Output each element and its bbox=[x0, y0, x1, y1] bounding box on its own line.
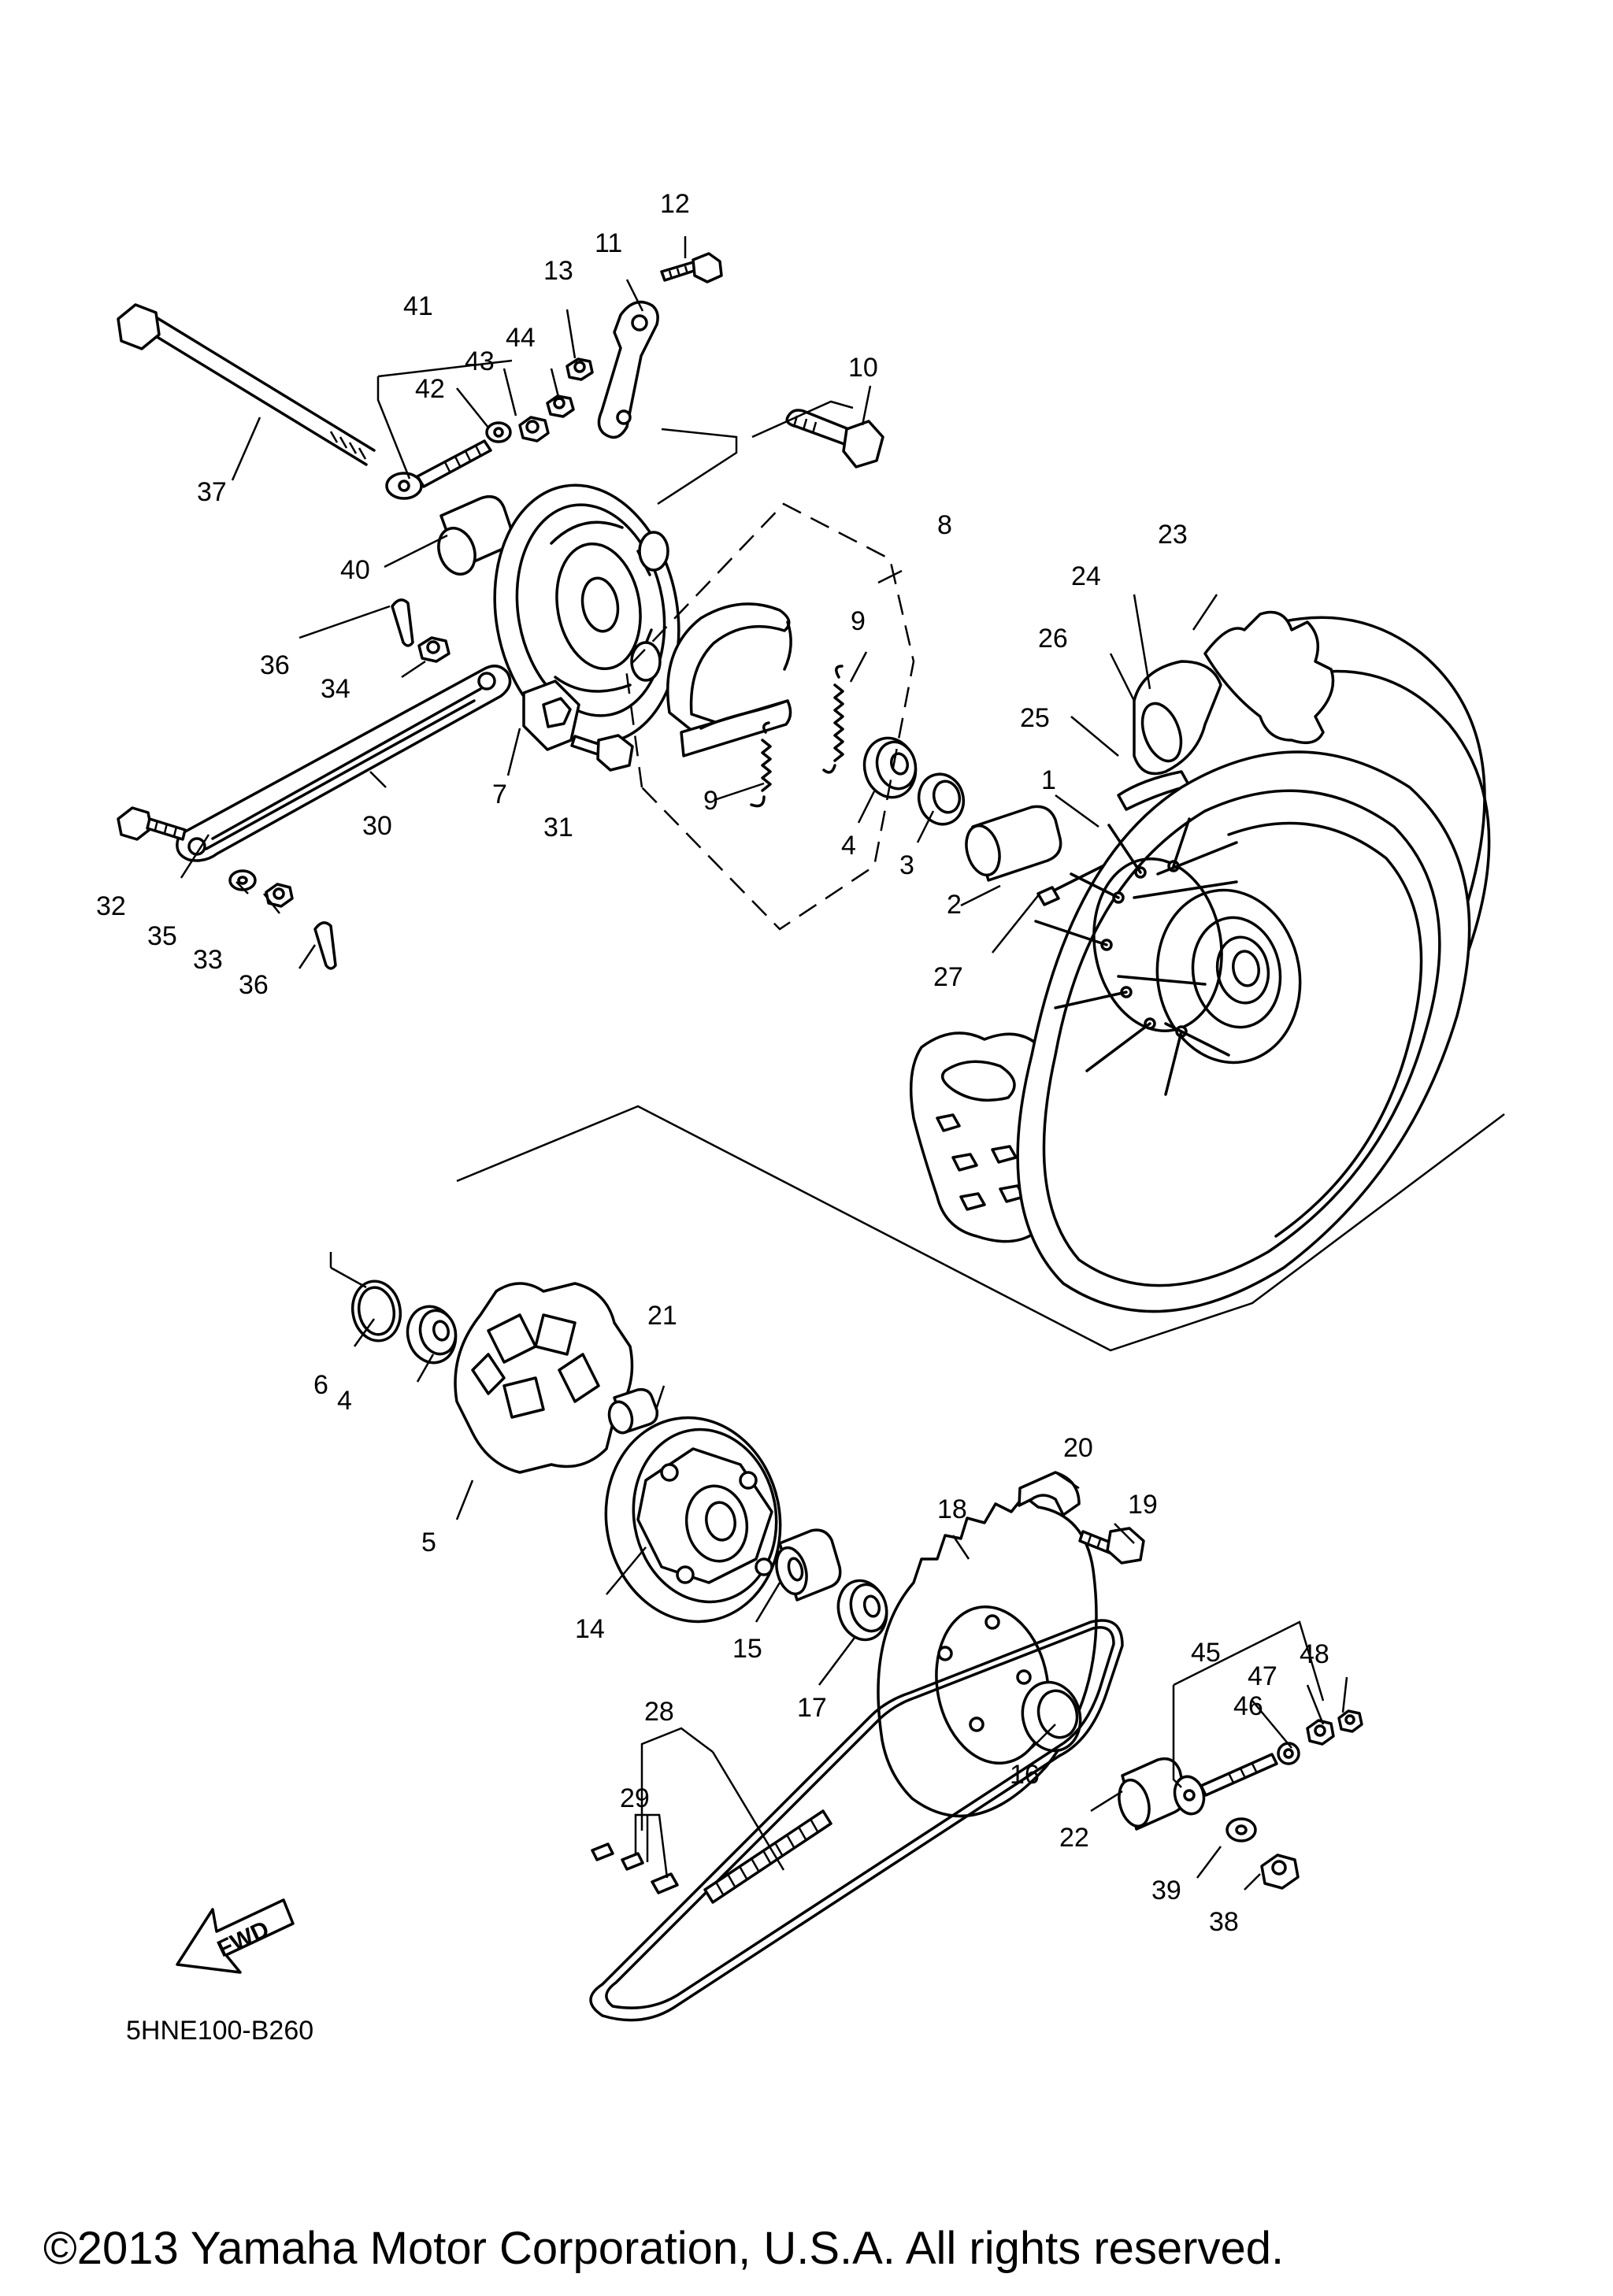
copyright-notice: ©2013 Yamaha Motor Corporation, U.S.A. A… bbox=[43, 2223, 1284, 2274]
part-nut-33 bbox=[265, 883, 294, 908]
callout: 37 bbox=[197, 477, 227, 507]
part-brake-shoe-8 bbox=[666, 602, 792, 757]
callout: 16 bbox=[1010, 1760, 1040, 1790]
part-rim-1 bbox=[1016, 750, 1471, 1313]
callout: 11 bbox=[595, 228, 622, 258]
callout: 19 bbox=[1128, 1490, 1158, 1520]
callout: 4 bbox=[841, 831, 856, 861]
callout: 25 bbox=[1020, 703, 1050, 733]
part-collar-21 bbox=[607, 1387, 659, 1435]
callout: 35 bbox=[147, 921, 177, 951]
part-bearing-17 bbox=[836, 1579, 888, 1642]
callout: 30 bbox=[362, 811, 392, 841]
callout: 22 bbox=[1059, 1823, 1089, 1853]
callout: 44 bbox=[506, 323, 536, 353]
part-bolt-32 bbox=[117, 806, 187, 841]
callout: 8 bbox=[937, 510, 952, 540]
part-oil-seal-16 bbox=[1021, 1680, 1082, 1753]
part-spring-9-lower bbox=[750, 721, 772, 808]
callout: 39 bbox=[1151, 1876, 1181, 1905]
parts-artwork: FWD bbox=[117, 252, 1491, 2022]
callout: 36 bbox=[260, 650, 290, 680]
callout: 9 bbox=[851, 606, 866, 636]
part-lock-washer-20 bbox=[1018, 1471, 1081, 1516]
callout: 3 bbox=[899, 850, 914, 880]
callout: 4 bbox=[337, 1386, 352, 1416]
callout: 13 bbox=[543, 256, 573, 286]
callout: 43 bbox=[465, 346, 495, 376]
part-collar-22 bbox=[1118, 1757, 1187, 1831]
callout: 31 bbox=[543, 813, 573, 842]
callout: 1 bbox=[1041, 765, 1056, 795]
part-spacer-2 bbox=[965, 805, 1062, 882]
callout: 17 bbox=[797, 1693, 827, 1723]
part-brake-camshaft-10 bbox=[785, 409, 884, 468]
part-bolt-31 bbox=[570, 734, 634, 772]
callout: 23 bbox=[1158, 520, 1188, 550]
callout: 29 bbox=[620, 1783, 650, 1813]
callout: 41 bbox=[403, 291, 433, 321]
callout: 10 bbox=[848, 353, 878, 383]
part-oil-seal-3 bbox=[917, 772, 966, 826]
part-nut-38 bbox=[1260, 1853, 1300, 1890]
part-sprocket-18 bbox=[877, 1494, 1098, 1818]
callout: 5 bbox=[421, 1528, 436, 1557]
callout: 12 bbox=[660, 189, 690, 219]
callout: 27 bbox=[933, 962, 963, 992]
callout: 32 bbox=[96, 891, 126, 921]
part-washer-35 bbox=[228, 869, 257, 891]
part-washer-39 bbox=[1226, 1817, 1257, 1842]
callout: 48 bbox=[1300, 1639, 1329, 1669]
callout: 14 bbox=[575, 1614, 605, 1644]
callout: 45 bbox=[1191, 1638, 1221, 1668]
callout: 42 bbox=[415, 374, 445, 404]
callout: 38 bbox=[1209, 1907, 1239, 1937]
callout: 18 bbox=[937, 1494, 967, 1524]
part-chain-puller-right-45 bbox=[1173, 1709, 1363, 1816]
part-clutch-hub-14 bbox=[604, 1416, 782, 1624]
part-collar-15 bbox=[775, 1528, 842, 1602]
callout: 9 bbox=[703, 786, 718, 816]
callout: 33 bbox=[193, 945, 223, 975]
fwd-arrow-icon: FWD bbox=[176, 1898, 295, 1974]
callout: 21 bbox=[647, 1301, 677, 1331]
callout: 26 bbox=[1038, 624, 1068, 654]
part-bearing-4-lower bbox=[406, 1305, 458, 1365]
diagram-code: 5HNE100-B260 bbox=[126, 2016, 313, 2046]
part-clutch-damper-5 bbox=[454, 1282, 634, 1474]
part-nut-34 bbox=[417, 636, 451, 663]
part-chain-puller-left-41 bbox=[385, 394, 575, 500]
part-chain-joint-29 bbox=[591, 1842, 679, 1894]
callout: 24 bbox=[1071, 561, 1101, 591]
part-tension-bar-30 bbox=[176, 665, 512, 862]
part-cotter-pin-36-lower bbox=[313, 921, 337, 970]
part-cotter-pin-36-upper bbox=[391, 598, 414, 647]
assembly-outlines bbox=[329, 400, 1505, 1352]
callout: 7 bbox=[492, 780, 507, 809]
part-axle-37 bbox=[117, 303, 376, 466]
callout: 20 bbox=[1063, 1433, 1093, 1463]
part-brake-shoe-plate-7 bbox=[493, 483, 680, 751]
callout: 36 bbox=[239, 970, 269, 1000]
callout: 28 bbox=[644, 1697, 674, 1727]
callout: 15 bbox=[732, 1634, 762, 1664]
callout: 34 bbox=[321, 674, 350, 704]
callout: 40 bbox=[340, 555, 370, 585]
part-spring-9-upper bbox=[822, 665, 844, 774]
callout: 2 bbox=[947, 890, 962, 920]
part-drive-chain-28 bbox=[589, 1619, 1124, 2022]
callout: 6 bbox=[313, 1370, 328, 1400]
part-brake-cam-lever-11 bbox=[565, 252, 723, 439]
callout: 47 bbox=[1248, 1661, 1277, 1691]
part-bearing-4-upper bbox=[862, 736, 918, 799]
callout-labels: 1 2 3 4 4 5 6 7 8 9 9 10 11 12 13 14 15 … bbox=[96, 189, 1329, 1937]
leader-lines bbox=[180, 236, 1348, 1890]
part-tube-24 bbox=[1133, 660, 1222, 776]
part-o-ring-6 bbox=[350, 1279, 402, 1342]
callout: 46 bbox=[1233, 1691, 1263, 1721]
part-bolt-19 bbox=[1078, 1527, 1145, 1565]
